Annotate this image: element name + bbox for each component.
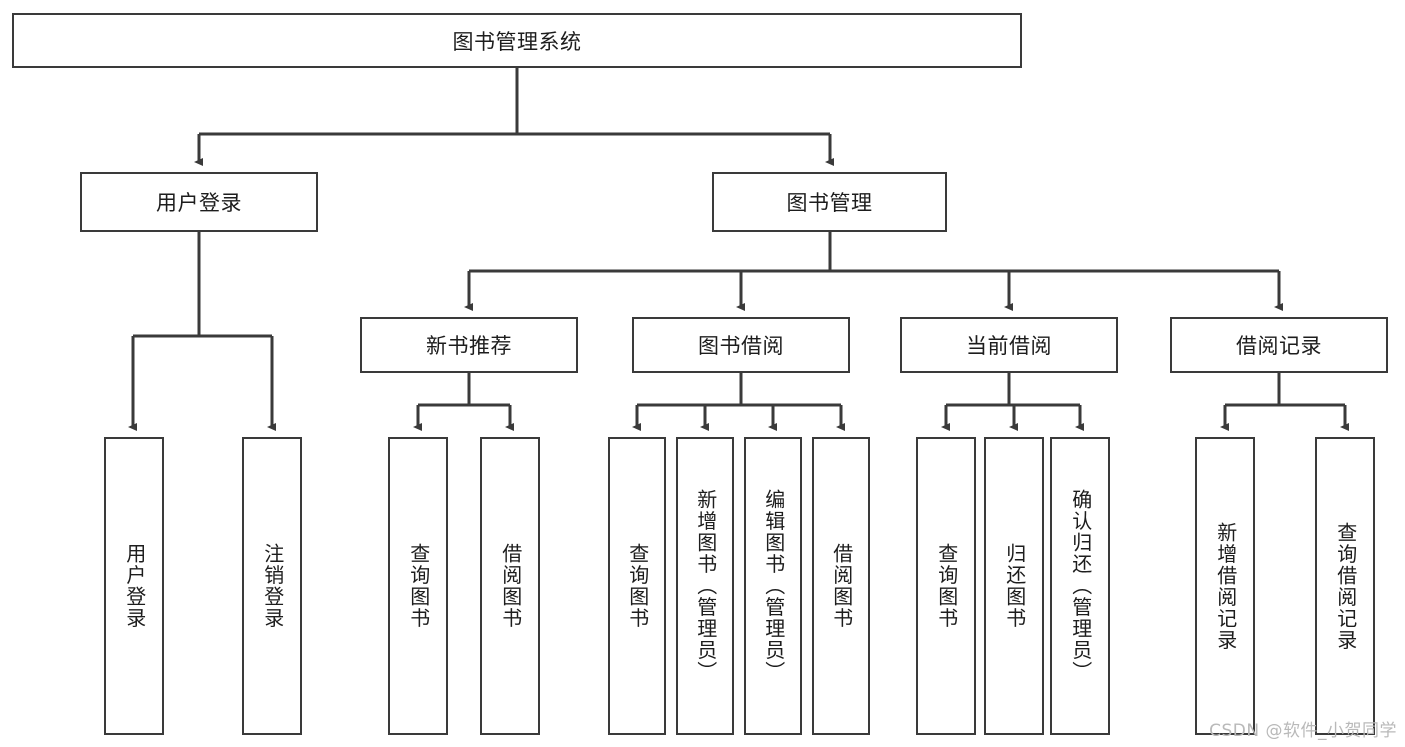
- node-label: 查询图书: [406, 543, 431, 629]
- node-current-borrow[interactable]: 当前借阅: [900, 317, 1118, 373]
- node-label: 查询图书: [625, 543, 650, 629]
- node-book-borrow[interactable]: 图书借阅: [632, 317, 850, 373]
- node-label: 新增借阅记录: [1213, 521, 1238, 651]
- watermark: CSDN @软件_小贺同学: [1209, 721, 1397, 741]
- node-label: 确认归还（管理员）: [1068, 489, 1093, 683]
- node-leaf-logout[interactable]: 注销登录: [242, 437, 302, 735]
- node-label: 注销登录: [260, 543, 285, 629]
- node-leaf-query-book-current[interactable]: 查询图书: [916, 437, 976, 735]
- node-leaf-query-book-recommend[interactable]: 查询图书: [388, 437, 448, 735]
- node-label: 新增图书（管理员）: [693, 489, 718, 683]
- node-user-login[interactable]: 用户登录: [80, 172, 318, 232]
- node-label: 图书借阅: [698, 334, 784, 358]
- node-label: 查询图书: [934, 543, 959, 629]
- node-leaf-add-borrow-record[interactable]: 新增借阅记录: [1195, 437, 1255, 735]
- node-leaf-confirm-return-admin[interactable]: 确认归还（管理员）: [1050, 437, 1110, 735]
- node-label: 图书管理: [786, 191, 873, 215]
- node-label: 借阅图书: [829, 543, 854, 629]
- node-leaf-add-book-admin[interactable]: 新增图书（管理员）: [676, 437, 734, 735]
- node-new-book-recommend[interactable]: 新书推荐: [360, 317, 578, 373]
- node-label: 新书推荐: [426, 334, 512, 358]
- node-leaf-user-login[interactable]: 用户登录: [104, 437, 164, 735]
- node-label: 归还图书: [1002, 543, 1027, 629]
- node-leaf-query-book-borrow[interactable]: 查询图书: [608, 437, 666, 735]
- node-leaf-query-borrow-record[interactable]: 查询借阅记录: [1315, 437, 1375, 735]
- node-book-manage[interactable]: 图书管理: [712, 172, 947, 232]
- node-label: 用户登录: [122, 543, 147, 629]
- node-borrow-record[interactable]: 借阅记录: [1170, 317, 1388, 373]
- node-label: 借阅记录: [1236, 334, 1322, 358]
- node-leaf-borrow-book-recommend[interactable]: 借阅图书: [480, 437, 540, 735]
- node-label: 编辑图书（管理员）: [761, 489, 786, 683]
- node-label: 图书管理系统: [452, 29, 582, 54]
- node-label: 当前借阅: [966, 334, 1052, 358]
- node-label: 借阅图书: [498, 543, 523, 629]
- node-label: 查询借阅记录: [1333, 521, 1358, 651]
- node-book-management-system[interactable]: 图书管理系统: [12, 13, 1022, 68]
- node-label: 用户登录: [156, 191, 242, 215]
- node-leaf-edit-book-admin[interactable]: 编辑图书（管理员）: [744, 437, 802, 735]
- node-leaf-borrow-book[interactable]: 借阅图书: [812, 437, 870, 735]
- node-leaf-return-book[interactable]: 归还图书: [984, 437, 1044, 735]
